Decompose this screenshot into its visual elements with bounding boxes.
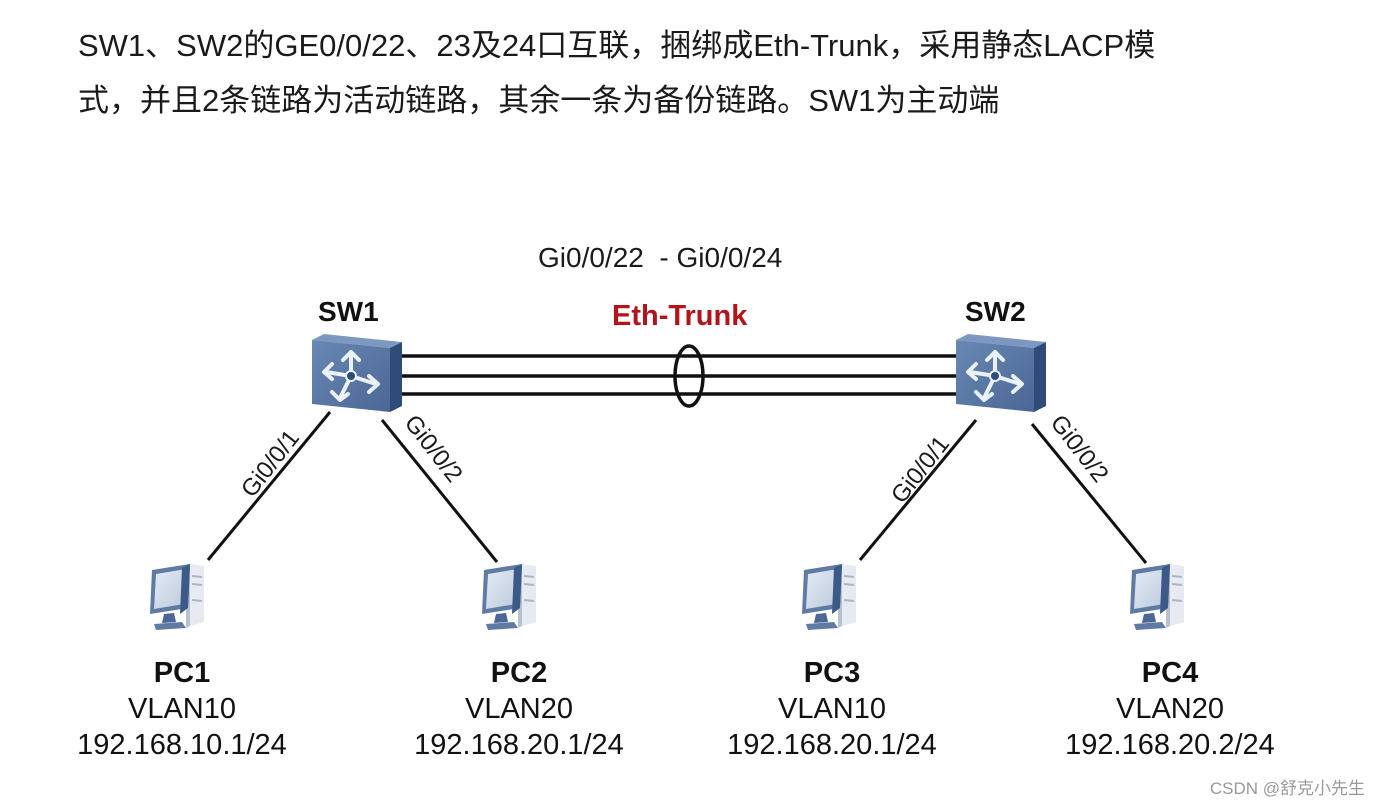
switch-label-sw1: SW1 [318,296,379,327]
pc-vlan: VLAN10 [777,693,886,725]
watermark: CSDN @舒克小先生 [1209,779,1365,798]
pc-icon [1129,563,1185,631]
pc-ip: 192.168.10.1/24 [77,729,287,761]
pc-icon [149,563,205,631]
pc-name: PC3 [803,657,861,689]
trunk-links [400,354,960,396]
pc-icon [481,563,537,631]
eth-trunk-label: Eth-Trunk [612,300,748,332]
link-sw2-pc3 [858,419,978,561]
pc-name: PC4 [1141,657,1199,689]
description-line-1: SW1、SW2的GE0/0/22、23及24口互联，捆绑成Eth-Trunk，采… [78,28,1156,63]
description-line-2: 式，并且2条链路为活动链路，其余一条为备份链路。SW1为主动端 [78,83,1000,118]
link-sw2-pc4 [1030,423,1148,564]
pc-info-pc2: PC2 VLAN20 192.168.20.1/24 [369,655,669,763]
pc-ip: 192.168.20.1/24 [414,729,624,761]
pc-vlan: VLAN10 [127,693,236,725]
pc-info-pc4: PC4 VLAN20 192.168.20.2/24 [1020,655,1320,763]
pc-ip: 192.168.20.2/24 [1065,729,1275,761]
link-sw1-pc2 [380,419,499,563]
switch-label-sw2: SW2 [965,296,1026,327]
pc-icon [801,563,857,631]
switch-icon [954,332,1048,414]
trunk-bundle-ellipse [673,344,705,408]
pc-name: PC2 [490,657,548,689]
access-links [206,411,1148,564]
task-description: SW1、SW2的GE0/0/22、23及24口互联，捆绑成Eth-Trunk，采… [78,18,1368,128]
pc-vlan: VLAN20 [464,693,573,725]
pc-name: PC1 [153,657,211,689]
pc-info-pc1: PC1 VLAN10 192.168.10.1/24 [32,655,332,763]
trunk-port-range: Gi0/0/22 - Gi0/0/24 [538,242,783,273]
link-sw1-pc1 [206,411,332,561]
switch-icon [310,332,404,414]
pc-vlan: VLAN20 [1115,693,1224,725]
pc-ip: 192.168.20.1/24 [727,729,937,761]
pc-info-pc3: PC3 VLAN10 192.168.20.1/24 [682,655,982,763]
